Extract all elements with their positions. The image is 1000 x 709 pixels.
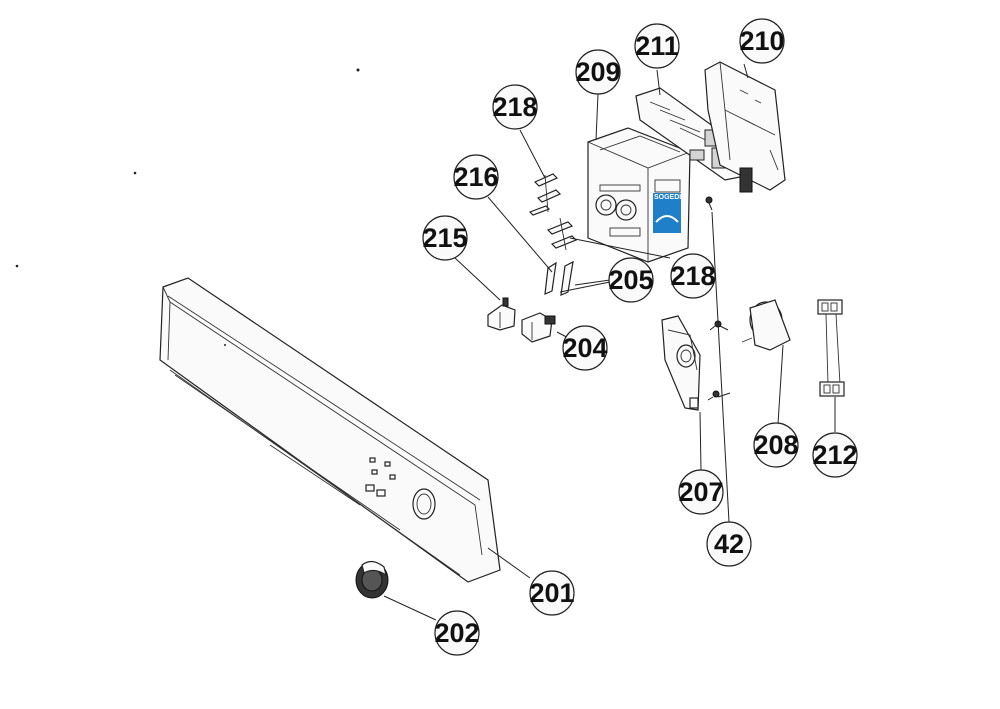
callout-208-label: 208 [753,430,798,460]
callout-205: 205 [608,257,654,303]
callout-218-upper: 218 [492,84,538,130]
callout-211-label: 211 [635,31,679,61]
callout-211: 211 [634,23,680,69]
callout-216-label: 216 [453,162,498,192]
control-panel-fascia-201 [159,277,501,583]
callout-216: 216 [453,154,499,200]
callout-212-label: 212 [812,440,857,470]
callout-208: 208 [753,422,799,468]
callout-210-label: 210 [739,26,784,56]
callout-202: 202 [434,610,480,656]
callout-209-label: 209 [575,57,620,87]
callout-207-label: 207 [678,477,723,507]
callout-201-label: 201 [529,578,574,608]
callout-212: 212 [812,432,858,478]
cover-210 [704,61,786,193]
callout-210: 210 [739,18,785,64]
callout-218-lower-label: 218 [670,261,715,291]
leader-lines [383,63,836,621]
switch-204 [521,312,556,343]
wire-harness-212 [817,299,845,397]
callout-218-upper-label: 218 [492,92,537,122]
callout-201: 201 [529,570,575,616]
callout-215-label: 215 [422,223,467,253]
scan-specks [15,68,360,268]
callout-218-lower: 218 [670,253,716,299]
knob-202 [355,560,389,599]
switch-215 [487,297,516,331]
sogedis-logo: SOGEDIS [653,193,686,233]
callout-204-label: 204 [562,333,607,363]
callout-202-label: 202 [434,618,479,648]
sogedis-logo-text: SOGEDIS [654,194,686,201]
clips-218-upper [528,173,562,216]
push-rods-205 [544,260,574,296]
callout-207: 207 [678,469,724,515]
callout-42: 42 [706,521,752,567]
callout-204: 204 [562,325,608,371]
callout-205-label: 205 [608,265,653,295]
clips-218-lower [546,217,578,251]
callout-209: 209 [575,49,621,95]
callout-215: 215 [422,215,468,261]
pressure-switch-208 [741,299,791,351]
bracket-207 [661,315,701,411]
screws-42 [705,196,722,401]
callout-42-label: 42 [714,529,744,559]
